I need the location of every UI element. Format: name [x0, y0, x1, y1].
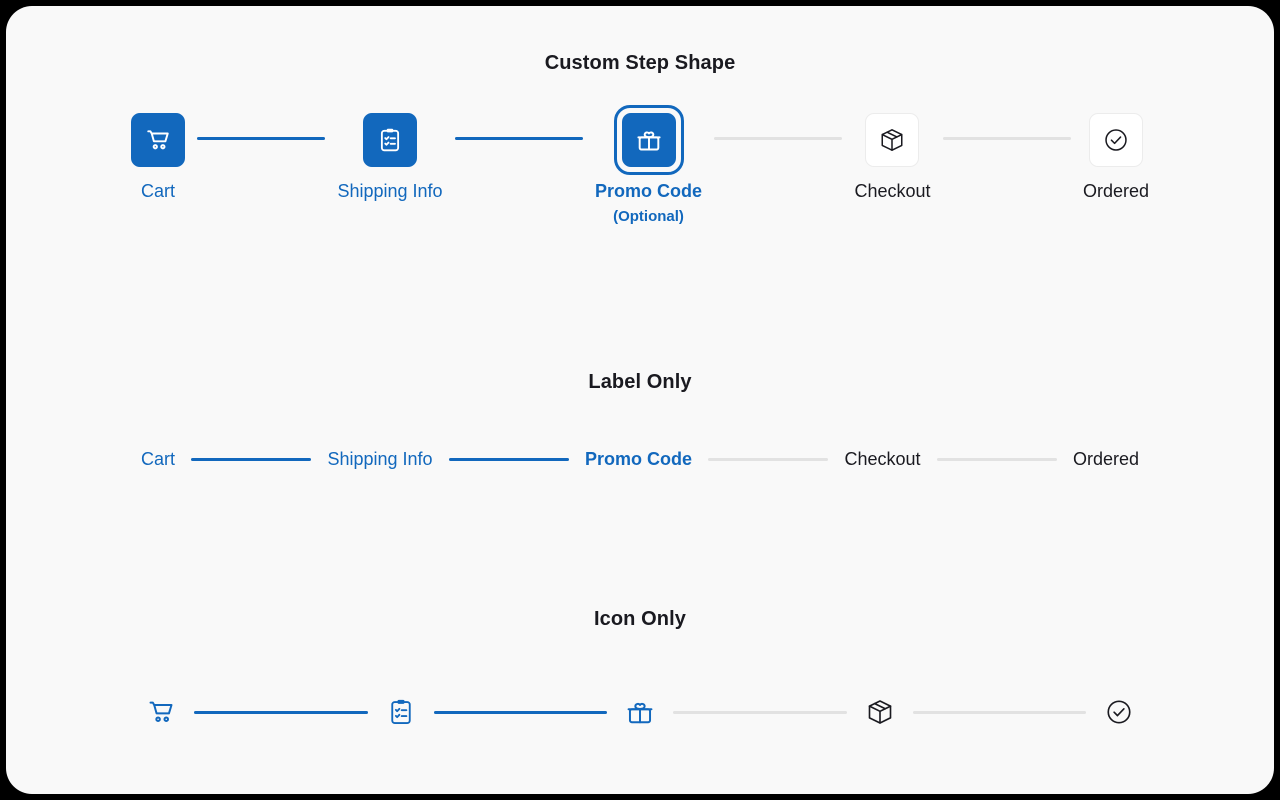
step-checkout[interactable]: Checkout: [854, 113, 931, 202]
label-step-shipping-info[interactable]: Shipping Info: [327, 449, 433, 469]
connector-icon-shipping-promo: [433, 710, 607, 714]
package-box-icon: [879, 127, 905, 153]
section-custom-step-shape: Custom Step Shape Cart: [6, 52, 1274, 225]
connector-label-promo-checkout: [708, 458, 829, 461]
shopping-cart-icon: [145, 127, 171, 153]
step-icon-box-promo-code[interactable]: [621, 113, 676, 167]
connector-label-checkout-ordered: [936, 458, 1057, 461]
section-icon-only: Icon Only: [6, 608, 1274, 727]
step-label-checkout: Checkout: [854, 181, 931, 201]
connector-shipping-promo: [454, 137, 583, 140]
stepper-label-only: Cart Shipping Info Promo Code Checkout O…: [6, 449, 1274, 470]
label-step-checkout[interactable]: Checkout: [844, 449, 921, 469]
package-box-icon: [866, 698, 894, 726]
app-card: Custom Step Shape Cart: [6, 6, 1274, 794]
step-icon-box-shipping-info[interactable]: [363, 113, 417, 167]
icononly-step-cart[interactable]: [146, 697, 176, 727]
step-sublabel-promo-code: (Optional): [613, 208, 684, 225]
connector-label-cart-shipping: [191, 458, 312, 461]
check-circle-icon: [1105, 698, 1133, 726]
label-step-cart[interactable]: Cart: [141, 449, 176, 469]
step-icon-box-checkout[interactable]: [865, 113, 920, 167]
connector-icon-cart-shipping: [194, 710, 368, 714]
section-title-icon-only: Icon Only: [593, 608, 687, 630]
label-step-promo-code[interactable]: Promo Code: [585, 449, 693, 469]
section-title-label-only: Label Only: [588, 371, 692, 393]
connector-cart-shipping: [197, 137, 326, 140]
step-promo-code[interactable]: Promo Code (Optional): [595, 105, 703, 225]
section-label-only: Label Only Cart Shipping Info Promo Code…: [6, 371, 1274, 470]
shopping-cart-icon: [147, 698, 175, 726]
label-step-ordered[interactable]: Ordered: [1072, 449, 1140, 469]
clipboard-check-icon: [377, 127, 403, 153]
connector-checkout-ordered: [942, 137, 1071, 140]
gift-icon: [636, 127, 662, 153]
icononly-step-promo-code[interactable]: [625, 697, 655, 727]
step-cart[interactable]: Cart: [131, 113, 185, 202]
stepper-icon-only: [6, 697, 1274, 727]
step-shipping-info[interactable]: Shipping Info: [337, 113, 443, 202]
check-circle-icon: [1103, 127, 1129, 153]
stepper-custom-step-shape: Cart S: [6, 105, 1274, 225]
gift-icon: [626, 698, 654, 726]
connector-promo-checkout: [714, 137, 843, 140]
section-title-custom-step-shape: Custom Step Shape: [544, 52, 736, 74]
connector-label-shipping-promo: [448, 458, 570, 461]
clipboard-check-icon: [387, 698, 415, 726]
step-active-ring-promo-code: [613, 105, 684, 175]
step-icon-box-cart[interactable]: [131, 113, 185, 167]
icononly-step-ordered[interactable]: [1104, 697, 1134, 727]
icononly-step-shipping-info[interactable]: [386, 697, 416, 727]
step-icon-box-ordered[interactable]: [1088, 113, 1143, 167]
step-ordered[interactable]: Ordered: [1083, 113, 1149, 202]
step-label-cart: Cart: [140, 181, 175, 201]
connector-icon-promo-checkout: [673, 710, 847, 714]
step-label-ordered: Ordered: [1082, 181, 1150, 201]
icononly-step-checkout[interactable]: [865, 697, 895, 727]
step-label-shipping-info: Shipping Info: [337, 181, 443, 201]
step-label-promo-code: Promo Code: [595, 181, 703, 201]
connector-icon-checkout-ordered: [912, 710, 1086, 714]
